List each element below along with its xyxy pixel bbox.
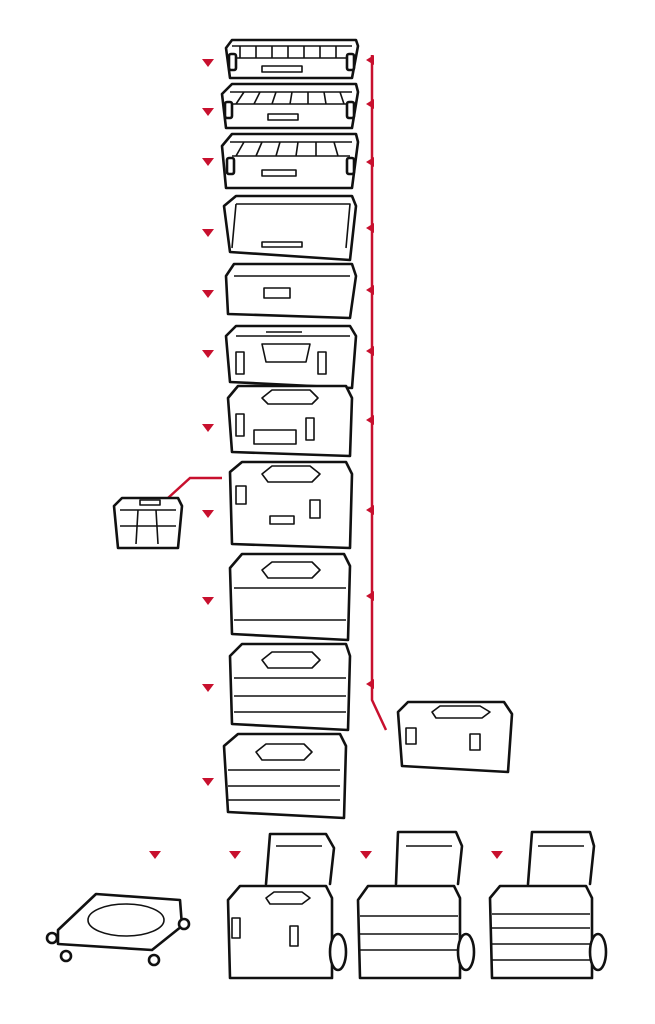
down-triangle-icon: [202, 684, 214, 692]
organizer-tray-icon: [220, 132, 360, 190]
dolly-icon: [45, 892, 191, 967]
toolbox-drawer-icon: [228, 642, 352, 732]
case-icon: [224, 324, 358, 390]
down-triangle-icon: [202, 350, 214, 358]
down-triangle-icon: [202, 510, 214, 518]
trolley-icon: [488, 830, 608, 980]
down-triangle-icon: [202, 59, 214, 67]
drawer-box-icon: [224, 262, 358, 320]
mini-organizer-icon: [112, 496, 184, 550]
spine-arrow: [366, 679, 374, 689]
spine-arrows: [366, 55, 374, 689]
stack-markers: [149, 59, 503, 859]
connector-line: [370, 55, 388, 731]
down-triangle-icon: [360, 851, 372, 859]
open-tray-icon: [222, 194, 358, 262]
down-triangle-icon: [202, 778, 214, 786]
down-triangle-icon: [202, 108, 214, 116]
toolbox-drawer-icon: [222, 732, 348, 820]
down-triangle-icon: [202, 597, 214, 605]
long-toolbox-icon: [396, 700, 514, 774]
spine-arrow: [366, 415, 374, 425]
connector-line-mini-organizer: [167, 476, 222, 499]
down-triangle-icon: [202, 424, 214, 432]
case-icon: [228, 460, 354, 550]
down-triangle-icon: [202, 158, 214, 166]
organizer-tray-icon: [224, 38, 360, 80]
spine-arrow: [366, 591, 374, 601]
spine-arrow: [366, 223, 374, 233]
trolley-icon: [356, 830, 476, 980]
down-triangle-icon: [202, 229, 214, 237]
spine-arrow: [366, 99, 374, 109]
spine-arrow: [366, 285, 374, 295]
down-triangle-icon: [202, 290, 214, 298]
spine-arrow: [366, 157, 374, 167]
spine-arrow: [366, 55, 374, 65]
organizer-tray-icon: [220, 82, 360, 130]
spine-arrow: [366, 505, 374, 515]
spine-arrow: [366, 346, 374, 356]
toolbox-drawer-icon: [228, 552, 352, 642]
case-icon: [226, 384, 354, 458]
down-triangle-icon: [491, 851, 503, 859]
down-triangle-icon: [149, 851, 161, 859]
down-triangle-icon: [229, 851, 241, 859]
trolley-icon: [226, 832, 348, 980]
